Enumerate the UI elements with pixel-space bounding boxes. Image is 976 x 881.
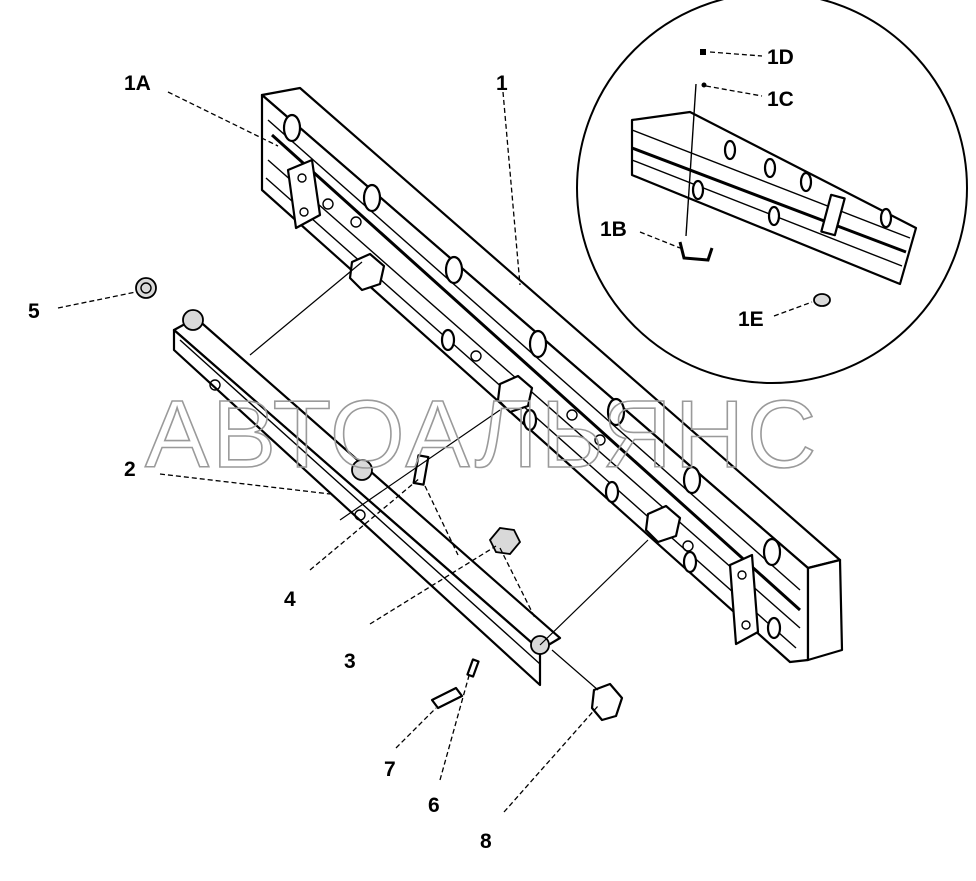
callout-5: 5 — [28, 300, 40, 323]
part-1C-marker — [701, 82, 707, 88]
part-3-nut — [488, 527, 522, 555]
part-8-elbow — [590, 682, 624, 722]
watermark-text: АВТОАЛЬЯНС — [145, 381, 819, 488]
callout-3: 3 — [344, 650, 356, 673]
callout-4: 4 — [284, 588, 296, 611]
callout-1E: 1E — [738, 308, 764, 331]
part-7-bolt — [430, 686, 464, 710]
callout-8: 8 — [480, 830, 492, 853]
callout-1A: 1A — [124, 72, 151, 95]
rail-bracket-right — [728, 553, 760, 646]
callout-2: 2 — [124, 458, 136, 481]
fuel-tube — [172, 309, 562, 687]
callout-1C: 1C — [767, 88, 794, 111]
loose-parts — [135, 277, 624, 722]
callout-1B: 1B — [600, 218, 627, 241]
part-6-pin — [466, 658, 480, 678]
part-4-stud — [412, 454, 430, 486]
rail-bracket-left — [286, 158, 322, 230]
callout-1D: 1D — [767, 46, 794, 69]
detail-inset — [576, 0, 968, 384]
part-1D-marker — [700, 49, 706, 55]
leader-lines — [57, 51, 813, 813]
rail-clips — [282, 113, 782, 640]
rail-sockets — [322, 198, 694, 552]
part-1B-clip — [678, 241, 714, 262]
callout-1: 1 — [496, 72, 508, 95]
callout-7: 7 — [384, 758, 396, 781]
part-5-nut — [135, 277, 157, 299]
assembly-lines — [249, 261, 649, 691]
part-1E-washer — [813, 293, 831, 307]
callout-6: 6 — [428, 794, 440, 817]
